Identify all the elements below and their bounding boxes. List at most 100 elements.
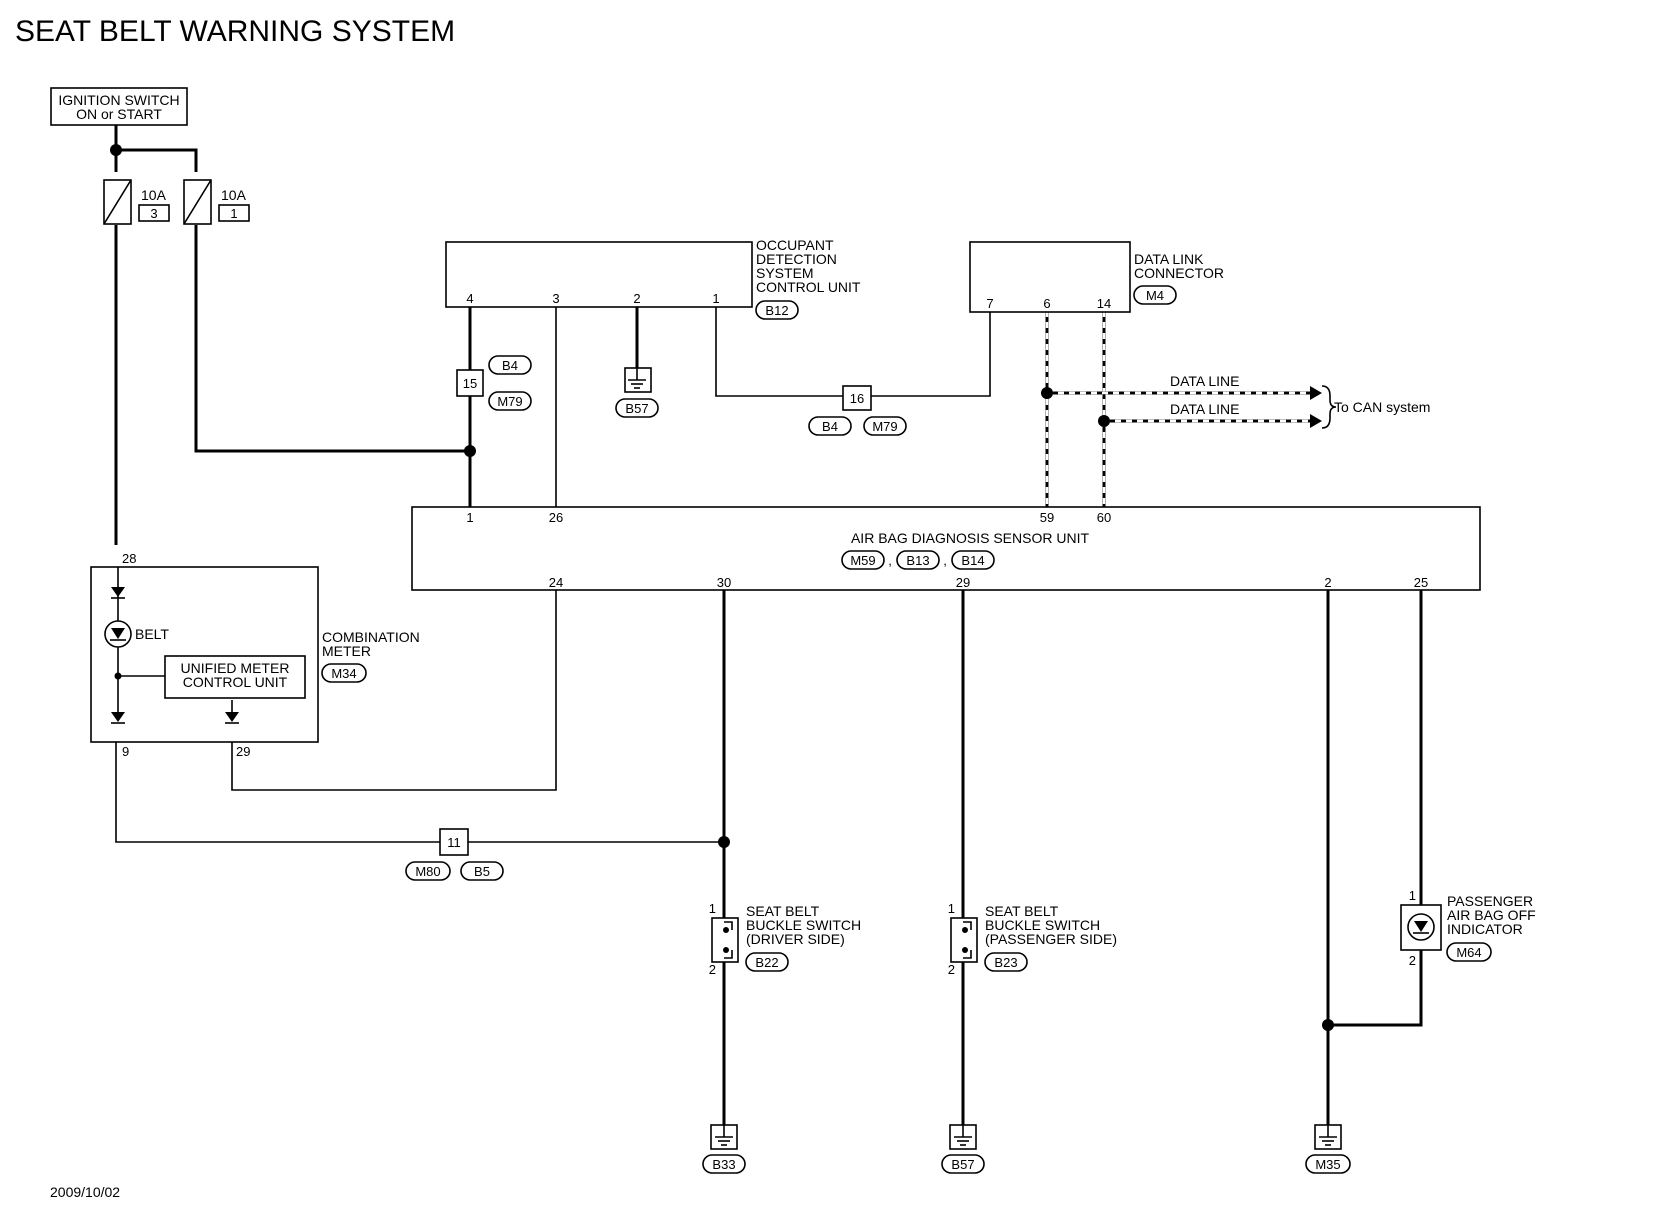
svg-text:1: 1 bbox=[1409, 888, 1416, 903]
svg-text:3: 3 bbox=[552, 291, 559, 306]
svg-text:1: 1 bbox=[709, 901, 716, 916]
svg-text:1: 1 bbox=[466, 510, 473, 525]
svg-text:4: 4 bbox=[466, 291, 473, 306]
connector-m4: M4 bbox=[1146, 288, 1164, 303]
svg-text:2: 2 bbox=[709, 962, 716, 977]
ignition-switch: IGNITION SWITCH ON or START bbox=[50, 87, 188, 126]
svg-text:10A: 10A bbox=[141, 187, 167, 203]
svg-text:B57: B57 bbox=[951, 1157, 974, 1172]
svg-text:(DRIVER SIDE): (DRIVER SIDE) bbox=[746, 931, 845, 947]
svg-text:B57: B57 bbox=[625, 401, 648, 416]
svg-text:10A: 10A bbox=[221, 187, 247, 203]
passenger-buckle-switch: 1 2 SEAT BELT BUCKLE SWITCH (PASSENGER S… bbox=[948, 901, 1117, 977]
occupant-detection-unit: 4 3 2 1 OCCUPANT DETECTION SYSTEM CONTRO… bbox=[445, 237, 861, 320]
svg-text:(PASSENGER SIDE): (PASSENGER SIDE) bbox=[985, 931, 1117, 947]
ground-b57-bottom-icon: B57 bbox=[941, 1124, 985, 1174]
ground-b57-top-icon: B57 bbox=[615, 367, 659, 418]
svg-text:29: 29 bbox=[956, 575, 970, 590]
fuse-1: 10A 1 bbox=[183, 179, 250, 225]
svg-text:,: , bbox=[943, 553, 947, 568]
svg-text:BELT: BELT bbox=[135, 626, 169, 642]
svg-text:M59: M59 bbox=[850, 553, 875, 568]
svg-text:SEAT BELT: SEAT BELT bbox=[985, 903, 1059, 919]
svg-text:B33: B33 bbox=[712, 1157, 735, 1172]
svg-text:9: 9 bbox=[122, 744, 129, 759]
wires bbox=[114, 118, 1423, 1125]
svg-text:CONNECTOR: CONNECTOR bbox=[1134, 265, 1224, 281]
svg-text:26: 26 bbox=[549, 510, 563, 525]
svg-text:1: 1 bbox=[948, 901, 955, 916]
svg-text:CONTROL UNIT: CONTROL UNIT bbox=[183, 674, 288, 690]
combination-meter: 28 9 29 BELT UNIFIED METER CONTROL UNIT … bbox=[90, 551, 420, 759]
svg-text:7: 7 bbox=[986, 296, 993, 311]
passenger-airbag-off-indicator: 1 2 PASSENGER AIR BAG OFF INDICATOR M64 bbox=[1400, 888, 1536, 968]
svg-text:INDICATOR: INDICATOR bbox=[1447, 921, 1523, 937]
svg-text:BUCKLE SWITCH: BUCKLE SWITCH bbox=[985, 917, 1100, 933]
svg-text:M79: M79 bbox=[872, 419, 897, 434]
svg-text:ON or START: ON or START bbox=[76, 106, 162, 122]
connector-b23: B23 bbox=[994, 955, 1017, 970]
svg-text:25: 25 bbox=[1414, 575, 1428, 590]
diagram-title: SEAT BELT WARNING SYSTEM bbox=[15, 15, 455, 48]
svg-text:PASSENGER: PASSENGER bbox=[1447, 893, 1533, 909]
svg-text:B4: B4 bbox=[822, 419, 838, 434]
svg-text:M80: M80 bbox=[415, 864, 440, 879]
data-line-label-2: DATA LINE bbox=[1170, 401, 1240, 417]
svg-text:2: 2 bbox=[948, 962, 955, 977]
joint-connector-11: 11 M80 B5 bbox=[405, 828, 504, 881]
svg-text:AIR BAG DIAGNOSIS SENSOR UNIT: AIR BAG DIAGNOSIS SENSOR UNIT bbox=[851, 530, 1089, 546]
airbag-diagnosis-sensor-unit: 1 26 59 60 AIR BAG DIAGNOSIS SENSOR UNIT… bbox=[411, 506, 1481, 591]
svg-text:BUCKLE SWITCH: BUCKLE SWITCH bbox=[746, 917, 861, 933]
svg-text:SYSTEM: SYSTEM bbox=[756, 265, 814, 281]
svg-text:COMBINATION: COMBINATION bbox=[322, 629, 420, 645]
connector-b12: B12 bbox=[765, 303, 788, 318]
diagram-date: 2009/10/02 bbox=[50, 1184, 120, 1200]
svg-text:B4: B4 bbox=[502, 358, 518, 373]
ground-m35-icon: M35 bbox=[1305, 1124, 1351, 1174]
svg-text:2: 2 bbox=[633, 291, 640, 306]
svg-text:DETECTION: DETECTION bbox=[756, 251, 837, 267]
svg-text:3: 3 bbox=[150, 206, 157, 221]
svg-text:24: 24 bbox=[549, 575, 563, 590]
belt-lamp-icon bbox=[104, 620, 132, 648]
svg-text:M79: M79 bbox=[497, 394, 522, 409]
fuse-3: 10A 3 bbox=[103, 179, 170, 225]
connector-b22: B22 bbox=[755, 955, 778, 970]
svg-text:16: 16 bbox=[850, 391, 864, 406]
svg-text:28: 28 bbox=[122, 551, 136, 566]
svg-text:1: 1 bbox=[230, 206, 237, 221]
svg-text:59: 59 bbox=[1040, 510, 1054, 525]
svg-text:29: 29 bbox=[236, 744, 250, 759]
svg-text:11: 11 bbox=[447, 835, 461, 850]
driver-buckle-switch: 1 2 SEAT BELT BUCKLE SWITCH (DRIVER SIDE… bbox=[709, 901, 861, 977]
svg-text:IGNITION SWITCH: IGNITION SWITCH bbox=[58, 92, 179, 108]
svg-text:AIR BAG OFF: AIR BAG OFF bbox=[1447, 907, 1536, 923]
svg-text:DATA LINK: DATA LINK bbox=[1134, 251, 1204, 267]
connector-m34: M34 bbox=[331, 666, 356, 681]
svg-text:UNIFIED METER: UNIFIED METER bbox=[181, 660, 290, 676]
svg-text:B14: B14 bbox=[961, 553, 984, 568]
svg-text:CONTROL UNIT: CONTROL UNIT bbox=[756, 279, 861, 295]
svg-text:METER: METER bbox=[322, 643, 371, 659]
joint-connector-15: 15 B4 M79 bbox=[456, 355, 532, 411]
junction-dots bbox=[110, 144, 1334, 1031]
can-arrows-icon bbox=[1310, 385, 1337, 429]
svg-text:2: 2 bbox=[1409, 953, 1416, 968]
connector-m64: M64 bbox=[1456, 945, 1481, 960]
svg-text:B13: B13 bbox=[906, 553, 929, 568]
svg-text:,: , bbox=[888, 553, 892, 568]
joint-connector-16: 16 B4 M79 bbox=[808, 385, 907, 436]
ground-b33-icon: B33 bbox=[702, 1124, 746, 1174]
svg-text:SEAT BELT: SEAT BELT bbox=[746, 903, 820, 919]
svg-text:6: 6 bbox=[1043, 296, 1050, 311]
svg-text:60: 60 bbox=[1097, 510, 1111, 525]
svg-text:14: 14 bbox=[1097, 296, 1111, 311]
svg-text:M35: M35 bbox=[1315, 1157, 1340, 1172]
svg-text:1: 1 bbox=[712, 291, 719, 306]
svg-text:B5: B5 bbox=[474, 864, 490, 879]
svg-text:OCCUPANT: OCCUPANT bbox=[756, 237, 834, 253]
svg-text:2: 2 bbox=[1324, 575, 1331, 590]
svg-text:15: 15 bbox=[463, 376, 477, 391]
can-system-label: To CAN system bbox=[1334, 399, 1430, 415]
